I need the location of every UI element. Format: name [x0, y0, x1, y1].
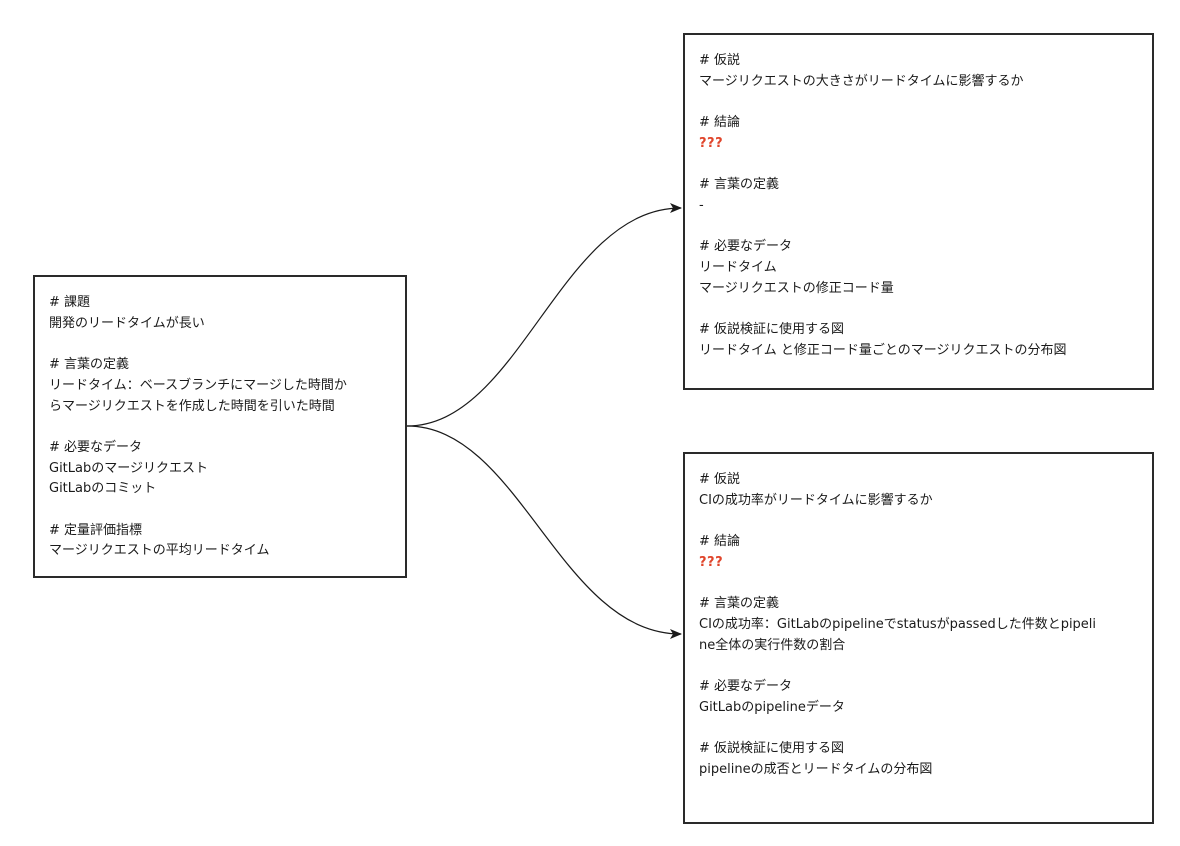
problem-node[interactable]: # 課題 開発のリードタイムが長い # 言葉の定義 リードタイム：ベースブランチ…	[33, 275, 407, 578]
definition-section: # 言葉の定義 CIの成功率：GitLabのpipelineでstatusがpa…	[699, 594, 1136, 656]
problem-section-definition: # 言葉の定義 リードタイム：ベースブランチにマージした時間か らマージリクエス…	[49, 355, 389, 417]
section-line: リードタイム：ベースブランチにマージした時間か	[49, 377, 347, 393]
hypothesis-section: # 仮説 マージリクエストの大きさがリードタイムに影響するか	[699, 51, 1136, 92]
definition-section: # 言葉の定義 -	[699, 175, 1136, 216]
section-line: -	[699, 197, 704, 213]
section-line: GitLabのマージリクエスト	[49, 460, 208, 476]
section-line: CIの成功率がリードタイムに影響するか	[699, 492, 933, 508]
hypothesis-section: # 仮説 CIの成功率がリードタイムに影響するか	[699, 470, 1136, 511]
conclusion-unknown-value: ???	[699, 554, 724, 570]
section-heading: # 結論	[699, 115, 741, 131]
verification-figure-section: # 仮説検証に使用する図 pipelineの成否とリードタイムの分布図	[699, 739, 1136, 780]
section-heading: # 必要なデータ	[49, 439, 143, 455]
section-line: リードタイム	[699, 259, 777, 275]
section-line: 開発のリードタイムが長い	[49, 315, 205, 331]
section-heading: # 結論	[699, 534, 741, 550]
problem-section-issue: # 課題 開発のリードタイムが長い	[49, 293, 389, 334]
section-heading: # 仮説検証に使用する図	[699, 741, 845, 757]
section-heading: # 仮説	[699, 53, 741, 68]
section-heading: # 必要なデータ	[699, 239, 793, 255]
section-line: pipelineの成否とリードタイムの分布図	[699, 761, 933, 777]
verification-figure-section: # 仮説検証に使用する図 リードタイム と修正コード量ごとのマージリクエストの分…	[699, 320, 1136, 361]
section-heading: # 言葉の定義	[49, 357, 130, 373]
section-heading: # 仮説検証に使用する図	[699, 322, 845, 338]
edge-problem-to-hypothesis-2[interactable]	[406, 425, 682, 639]
section-line: マージリクエストの大きさがリードタイムに影響するか	[699, 73, 1024, 89]
hypothesis-1-node[interactable]: # 仮説 マージリクエストの大きさがリードタイムに影響するか # 結論 ??? …	[683, 33, 1154, 390]
required-data-section: # 必要なデータ GitLabのpipelineデータ	[699, 677, 1136, 718]
section-heading: # 仮説	[699, 472, 741, 487]
section-line: GitLabのpipelineデータ	[699, 699, 845, 715]
section-line: GitLabのコミット	[49, 481, 157, 497]
problem-section-metric: # 定量評価指標 マージリクエストの平均リードタイム	[49, 521, 389, 562]
section-heading: # 定量評価指標	[49, 522, 143, 538]
conclusion-section: # 結論 ???	[699, 113, 1136, 154]
section-heading: # 言葉の定義	[699, 177, 780, 193]
hypothesis-2-node[interactable]: # 仮説 CIの成功率がリードタイムに影響するか # 結論 ??? # 言葉の定…	[683, 452, 1154, 824]
section-line: らマージリクエストを作成した時間を引いた時間	[49, 398, 335, 414]
conclusion-unknown-value: ???	[699, 135, 724, 151]
required-data-section: # 必要なデータ リードタイム マージリクエストの修正コード量	[699, 237, 1136, 299]
section-line: リードタイム と修正コード量ごとのマージリクエストの分布図	[699, 342, 1067, 358]
section-line: マージリクエストの平均リードタイム	[49, 543, 270, 559]
section-heading: # 課題	[49, 295, 91, 310]
problem-section-required-data: # 必要なデータ GitLabのマージリクエスト GitLabのコミット	[49, 438, 389, 500]
section-line: CIの成功率：GitLabのpipelineでstatusがpassedした件数…	[699, 616, 1097, 632]
edge-problem-to-hypothesis-1[interactable]	[406, 203, 682, 427]
section-heading: # 言葉の定義	[699, 596, 780, 612]
conclusion-section: # 結論 ???	[699, 532, 1136, 573]
section-heading: # 必要なデータ	[699, 678, 793, 694]
section-line: マージリクエストの修正コード量	[699, 280, 894, 296]
section-line: ne全体の実行件数の割合	[699, 637, 846, 653]
